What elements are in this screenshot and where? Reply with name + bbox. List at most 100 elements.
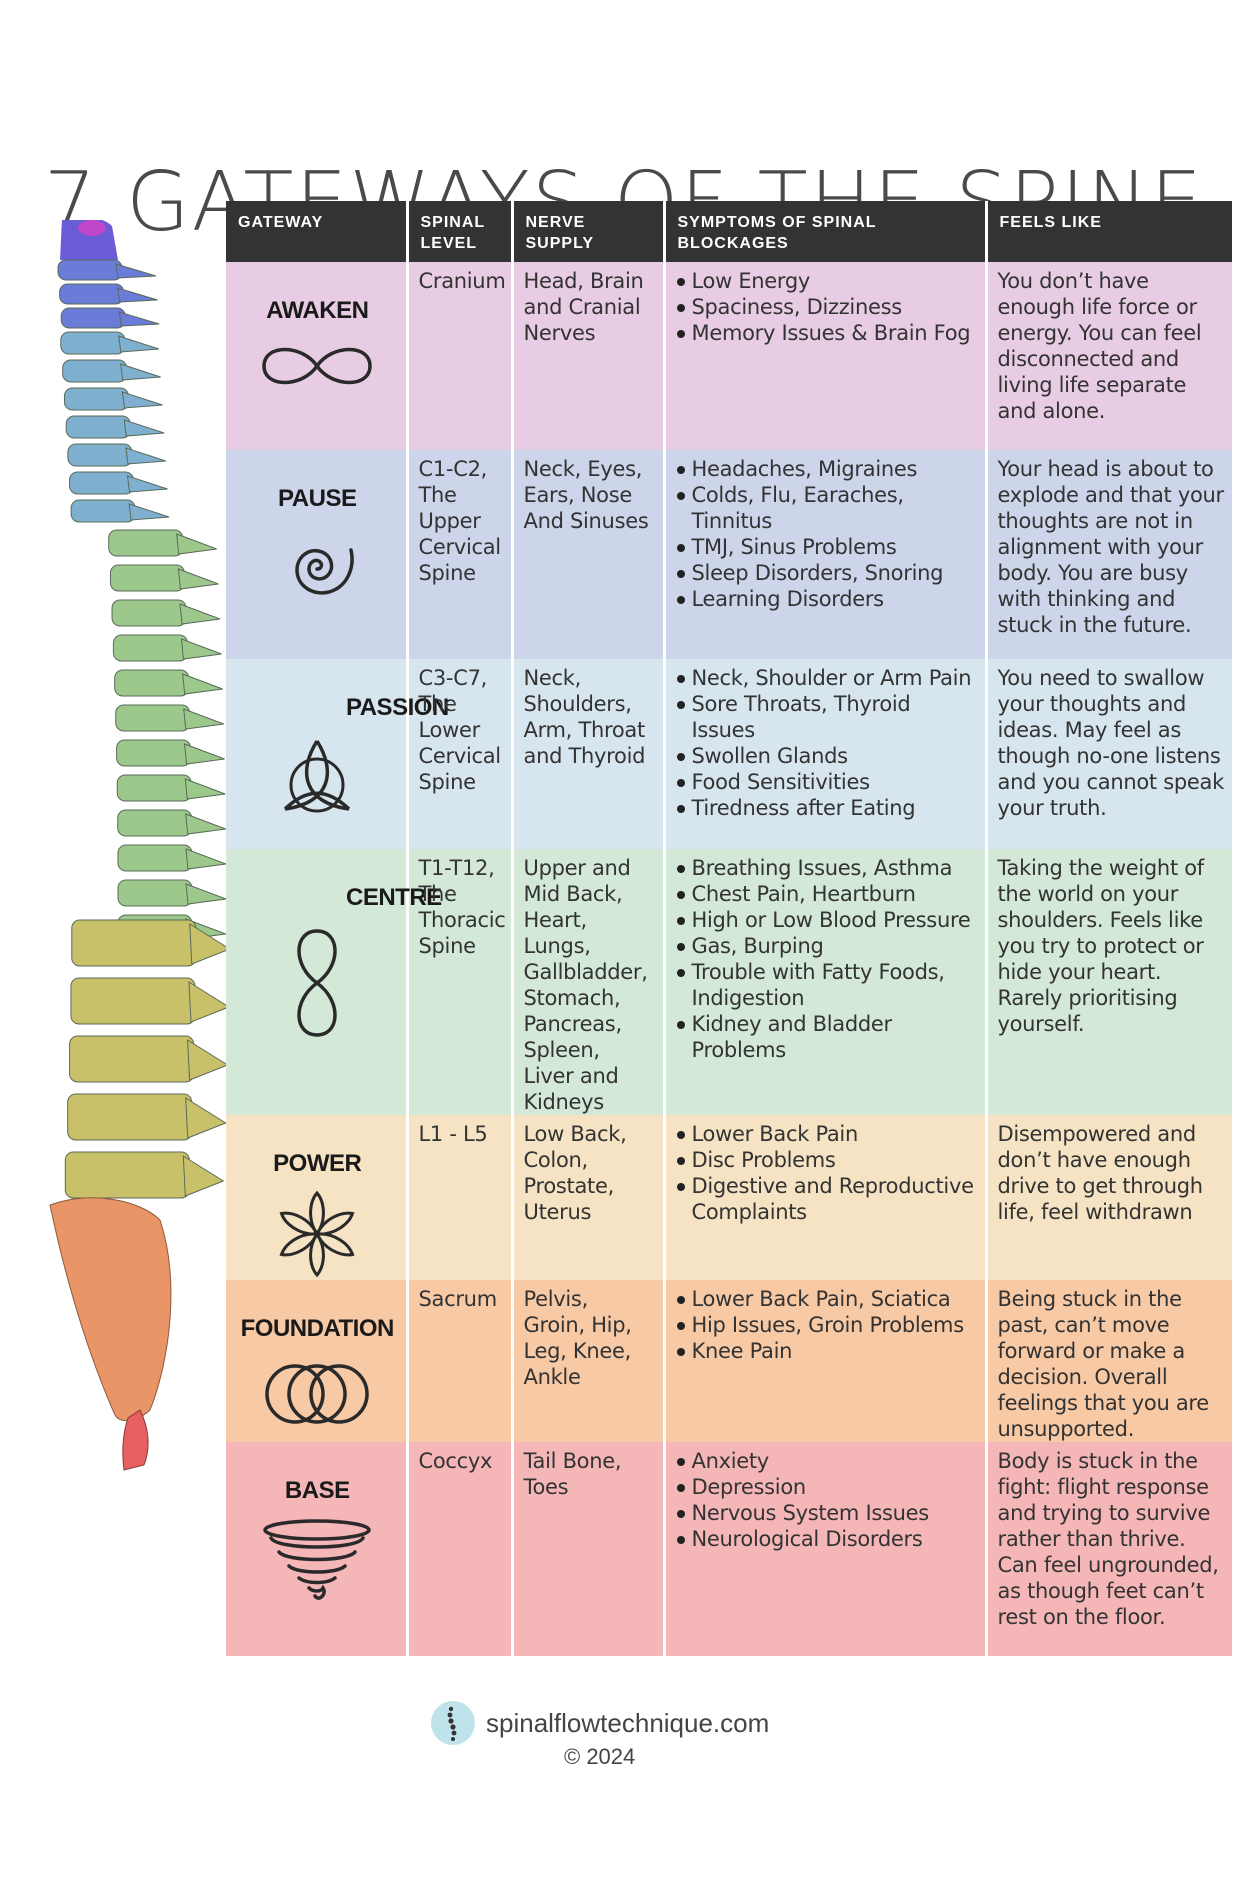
vertebra-shape — [117, 844, 193, 872]
gateways-table: GATEWAY SPINAL LEVEL NERVE SUPPLY SYMPTO… — [226, 201, 1232, 1656]
sacrum-shape — [49, 1197, 172, 1421]
spinous-process-shape — [177, 568, 219, 590]
nerve-supply-cell: Upper and Mid Back, Heart, Lungs, Gallbl… — [512, 849, 666, 1115]
spinous-process-shape — [115, 263, 157, 279]
figure-eight-icon — [236, 923, 399, 1043]
symptom-item: Kidney and Bladder Problems — [676, 1011, 978, 1063]
vertebra-shape — [69, 1035, 195, 1083]
vertebra-shape — [117, 809, 193, 837]
table-header-row: GATEWAY SPINAL LEVEL NERVE SUPPLY SYMPTO… — [226, 201, 1232, 262]
nerve-supply-cell: Tail Bone, Toes — [512, 1442, 666, 1656]
symptom-item: Chest Pain, Heartburn — [676, 881, 978, 907]
spinal-level-cell: Sacrum — [407, 1280, 514, 1442]
spinal-level-cell: C3-C7, The Lower Cervical Spine — [407, 659, 514, 849]
feels-like-cell: Body is stuck in the fight: flight respo… — [997, 1449, 1219, 1629]
symptom-item: Nervous System Issues — [676, 1500, 978, 1526]
coccyx-shape — [122, 1409, 149, 1471]
vertebra-shape — [70, 499, 136, 523]
nerve-supply-cell: Low Back, Colon, Prostate, Uterus — [512, 1115, 666, 1280]
spinous-process-shape — [179, 603, 221, 625]
spinous-process-shape — [182, 673, 223, 695]
vertebra-shape — [57, 259, 123, 281]
spinous-process-shape — [123, 419, 165, 437]
gateway-cell: FOUNDATION — [226, 1280, 409, 1442]
vertebra-shape — [116, 739, 192, 767]
table-row: PASSION C3-C7, The Lower Cervical Spine … — [226, 659, 1232, 849]
spinous-process-shape — [176, 533, 217, 555]
gateway-name: FOUNDATION — [240, 1315, 395, 1342]
spinous-process-shape — [126, 475, 168, 493]
vertebra-shape — [117, 879, 193, 907]
spinous-process-shape — [118, 335, 159, 353]
symptom-item: Food Sensitivities — [676, 769, 978, 795]
nerve-supply-cell: Head, Brain and Cranial Nerves — [512, 262, 666, 450]
vertebra-shape — [109, 564, 185, 592]
spinous-process-shape — [185, 813, 226, 835]
table-row: CENTRE T1-T12, The Thoracic Spine Upper … — [226, 849, 1232, 1115]
spinous-process-shape — [189, 923, 231, 965]
symptom-item: Breathing Issues, Asthma — [676, 855, 978, 881]
spinous-process-shape — [184, 743, 225, 765]
spinous-process-shape — [182, 1155, 225, 1197]
feels-like-cell: You don’t have enough life force or ener… — [997, 269, 1202, 423]
triquetra-icon — [236, 733, 399, 823]
vertebra-shape — [65, 415, 131, 439]
feels-like-cell: Being stuck in the past, can’t move forw… — [997, 1287, 1210, 1441]
nerve-supply-cell: Neck, Shoulders, Arm, Throat and Thyroid — [512, 659, 666, 849]
symptom-item: Disc Problems — [676, 1147, 978, 1173]
vertebra-shape — [62, 359, 128, 383]
spinous-process-shape — [125, 447, 167, 465]
vertebra-shape — [64, 1151, 190, 1199]
circles-icon — [236, 1354, 399, 1434]
nerve-supply-cell: Pelvis, Groin, Hip, Leg, Knee, Ankle — [512, 1280, 666, 1442]
spinous-process-shape — [128, 503, 170, 521]
spinal-level-cell: C1-C2, The Upper Cervical Spine — [407, 450, 514, 659]
spinal-level-cell: T1-T12, The Thoracic Spine — [407, 849, 514, 1115]
gateway-cell: CENTRE — [226, 849, 442, 1115]
spinous-process-shape — [183, 708, 224, 730]
flower-icon — [236, 1189, 399, 1279]
symptom-item: Lower Back Pain — [676, 1121, 978, 1147]
vertebra-shape — [111, 599, 187, 627]
spinal-level-cell: L1 - L5 — [407, 1115, 514, 1280]
header-symptoms: SYMPTOMS OF SPINAL BLOCKAGES — [664, 201, 988, 262]
table-row: FOUNDATION Sacrum Pelvis, Groin, Hip, Le… — [226, 1280, 1232, 1442]
vertebra-shape — [115, 704, 191, 732]
symptom-item: Depression — [676, 1474, 978, 1500]
spine-logo-icon — [431, 1701, 475, 1745]
symptom-item: Neck, Shoulder or Arm Pain — [676, 665, 978, 691]
vertebra-shape — [71, 919, 197, 967]
atlas-shape — [78, 220, 106, 236]
symptom-item: TMJ, Sinus Problems — [676, 534, 978, 560]
gateway-cell: AWAKEN — [226, 262, 409, 450]
spinous-process-shape — [188, 981, 231, 1023]
footer-url[interactable]: spinalflowtechnique.com — [486, 1708, 770, 1738]
vertebra-shape — [69, 471, 135, 495]
gateway-name: CENTRE — [346, 884, 442, 911]
symptom-item: Learning Disorders — [676, 586, 978, 612]
vertebra-shape — [114, 669, 190, 697]
gateway-cell: PAUSE — [226, 450, 409, 659]
symptom-item: Tiredness after Eating — [676, 795, 978, 821]
symptom-item: Lower Back Pain, Sciatica — [676, 1286, 978, 1312]
gateway-cell: POWER — [226, 1115, 409, 1280]
symptom-item: Memory Issues & Brain Fog — [676, 320, 978, 346]
spinous-process-shape — [185, 1097, 227, 1139]
vertebra-shape — [60, 307, 126, 329]
symptom-item: Gas, Burping — [676, 933, 978, 959]
spinal-level-cell: Cranium — [407, 262, 514, 450]
nerve-supply-cell: Neck, Eyes, Ears, Nose And Sinuses — [512, 450, 666, 659]
symptom-item: Low Energy — [676, 268, 978, 294]
